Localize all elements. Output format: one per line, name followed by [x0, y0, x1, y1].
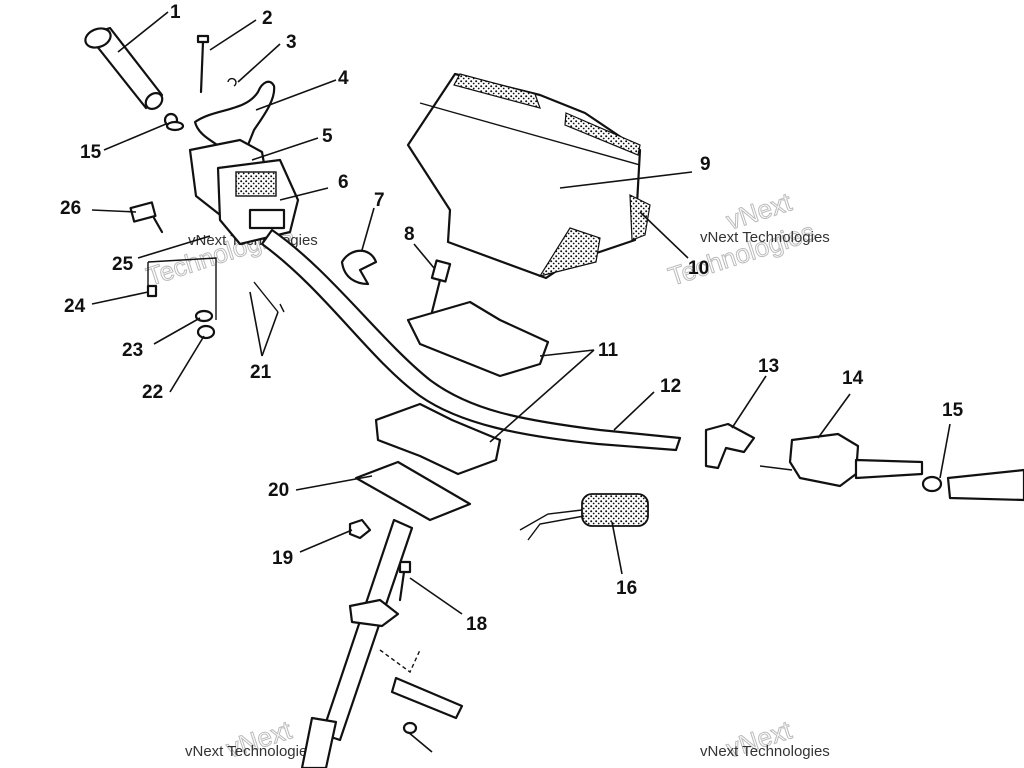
- callout-18: 18: [466, 614, 487, 635]
- part-nut-22: [196, 324, 216, 340]
- callout-13: 13: [758, 356, 779, 377]
- part-clamp-upper: [406, 300, 550, 378]
- leader-lines: [91, 11, 951, 753]
- callout-9: 9: [700, 154, 711, 175]
- part-screw-8: [430, 259, 452, 314]
- callout-22: 22: [142, 382, 163, 403]
- watermark-group: Technologies vNext vNext Technologies Te…: [142, 186, 830, 764]
- watermark-small-4: vNext Technologies: [700, 743, 830, 760]
- callout-5: 5: [322, 126, 333, 147]
- callout-10: 10: [688, 258, 709, 279]
- part-connector-24: [146, 284, 158, 298]
- callout-24: 24: [64, 296, 86, 317]
- part-end-plug-left: [163, 112, 185, 132]
- part-steering-column: [320, 518, 414, 742]
- part-throttle-lever: [193, 80, 276, 150]
- part-column-lower: [300, 716, 338, 768]
- callout-12: 12: [660, 376, 681, 397]
- part-screws-21: [253, 281, 285, 313]
- part-nut-19: [348, 518, 372, 540]
- part-right-grip: [946, 468, 1024, 502]
- part-kill-wire: [147, 257, 217, 320]
- part-column-bracket: [348, 598, 400, 628]
- part-switch-housing: [188, 138, 300, 246]
- watermark-small-2: vNext Technologies: [700, 229, 830, 246]
- callout-14: 14: [842, 368, 864, 389]
- callout-20: 20: [268, 480, 289, 501]
- part-left-grip: [84, 26, 164, 110]
- callouts: 1 2 3 4 5 6 7 8 9 10 11 12 13 14 15 15 1…: [60, 2, 964, 635]
- part-riser-plate: [354, 460, 472, 522]
- callout-3: 3: [286, 32, 297, 53]
- callout-25: 25: [112, 254, 134, 275]
- part-end-plug-right: [921, 475, 943, 493]
- callout-15-right: 15: [942, 400, 964, 421]
- callout-2: 2: [262, 8, 273, 29]
- part-bracket-clip: [340, 249, 378, 286]
- part-brake-lever: [759, 432, 924, 488]
- callout-15-left: 15: [80, 142, 102, 163]
- part-bolt-top: [196, 34, 210, 94]
- part-grip-heater: [519, 493, 649, 541]
- part-handlebar: [260, 228, 682, 452]
- callout-8: 8: [404, 224, 415, 245]
- part-throttle-clip: [704, 422, 756, 470]
- part-clamp-lower: [374, 402, 502, 476]
- watermark-small-3: vNext Technologies: [185, 743, 315, 760]
- part-lower-nut: [402, 721, 418, 735]
- callout-26: 26: [60, 198, 81, 219]
- callout-7: 7: [374, 190, 385, 211]
- part-bolt-18: [398, 560, 412, 602]
- callout-4: 4: [338, 68, 349, 89]
- part-clip-small: [227, 77, 237, 87]
- callout-1: 1: [170, 2, 181, 23]
- callout-23: 23: [122, 340, 143, 361]
- callout-16: 16: [616, 578, 637, 599]
- part-lower-tube: [390, 676, 464, 720]
- callout-11: 11: [598, 340, 619, 361]
- callout-19: 19: [272, 548, 293, 569]
- callout-6: 6: [338, 172, 349, 193]
- callout-21: 21: [250, 362, 272, 383]
- dashed-guide: [379, 649, 421, 674]
- part-hood-cover: [406, 72, 651, 280]
- part-switch-screw: [129, 201, 164, 234]
